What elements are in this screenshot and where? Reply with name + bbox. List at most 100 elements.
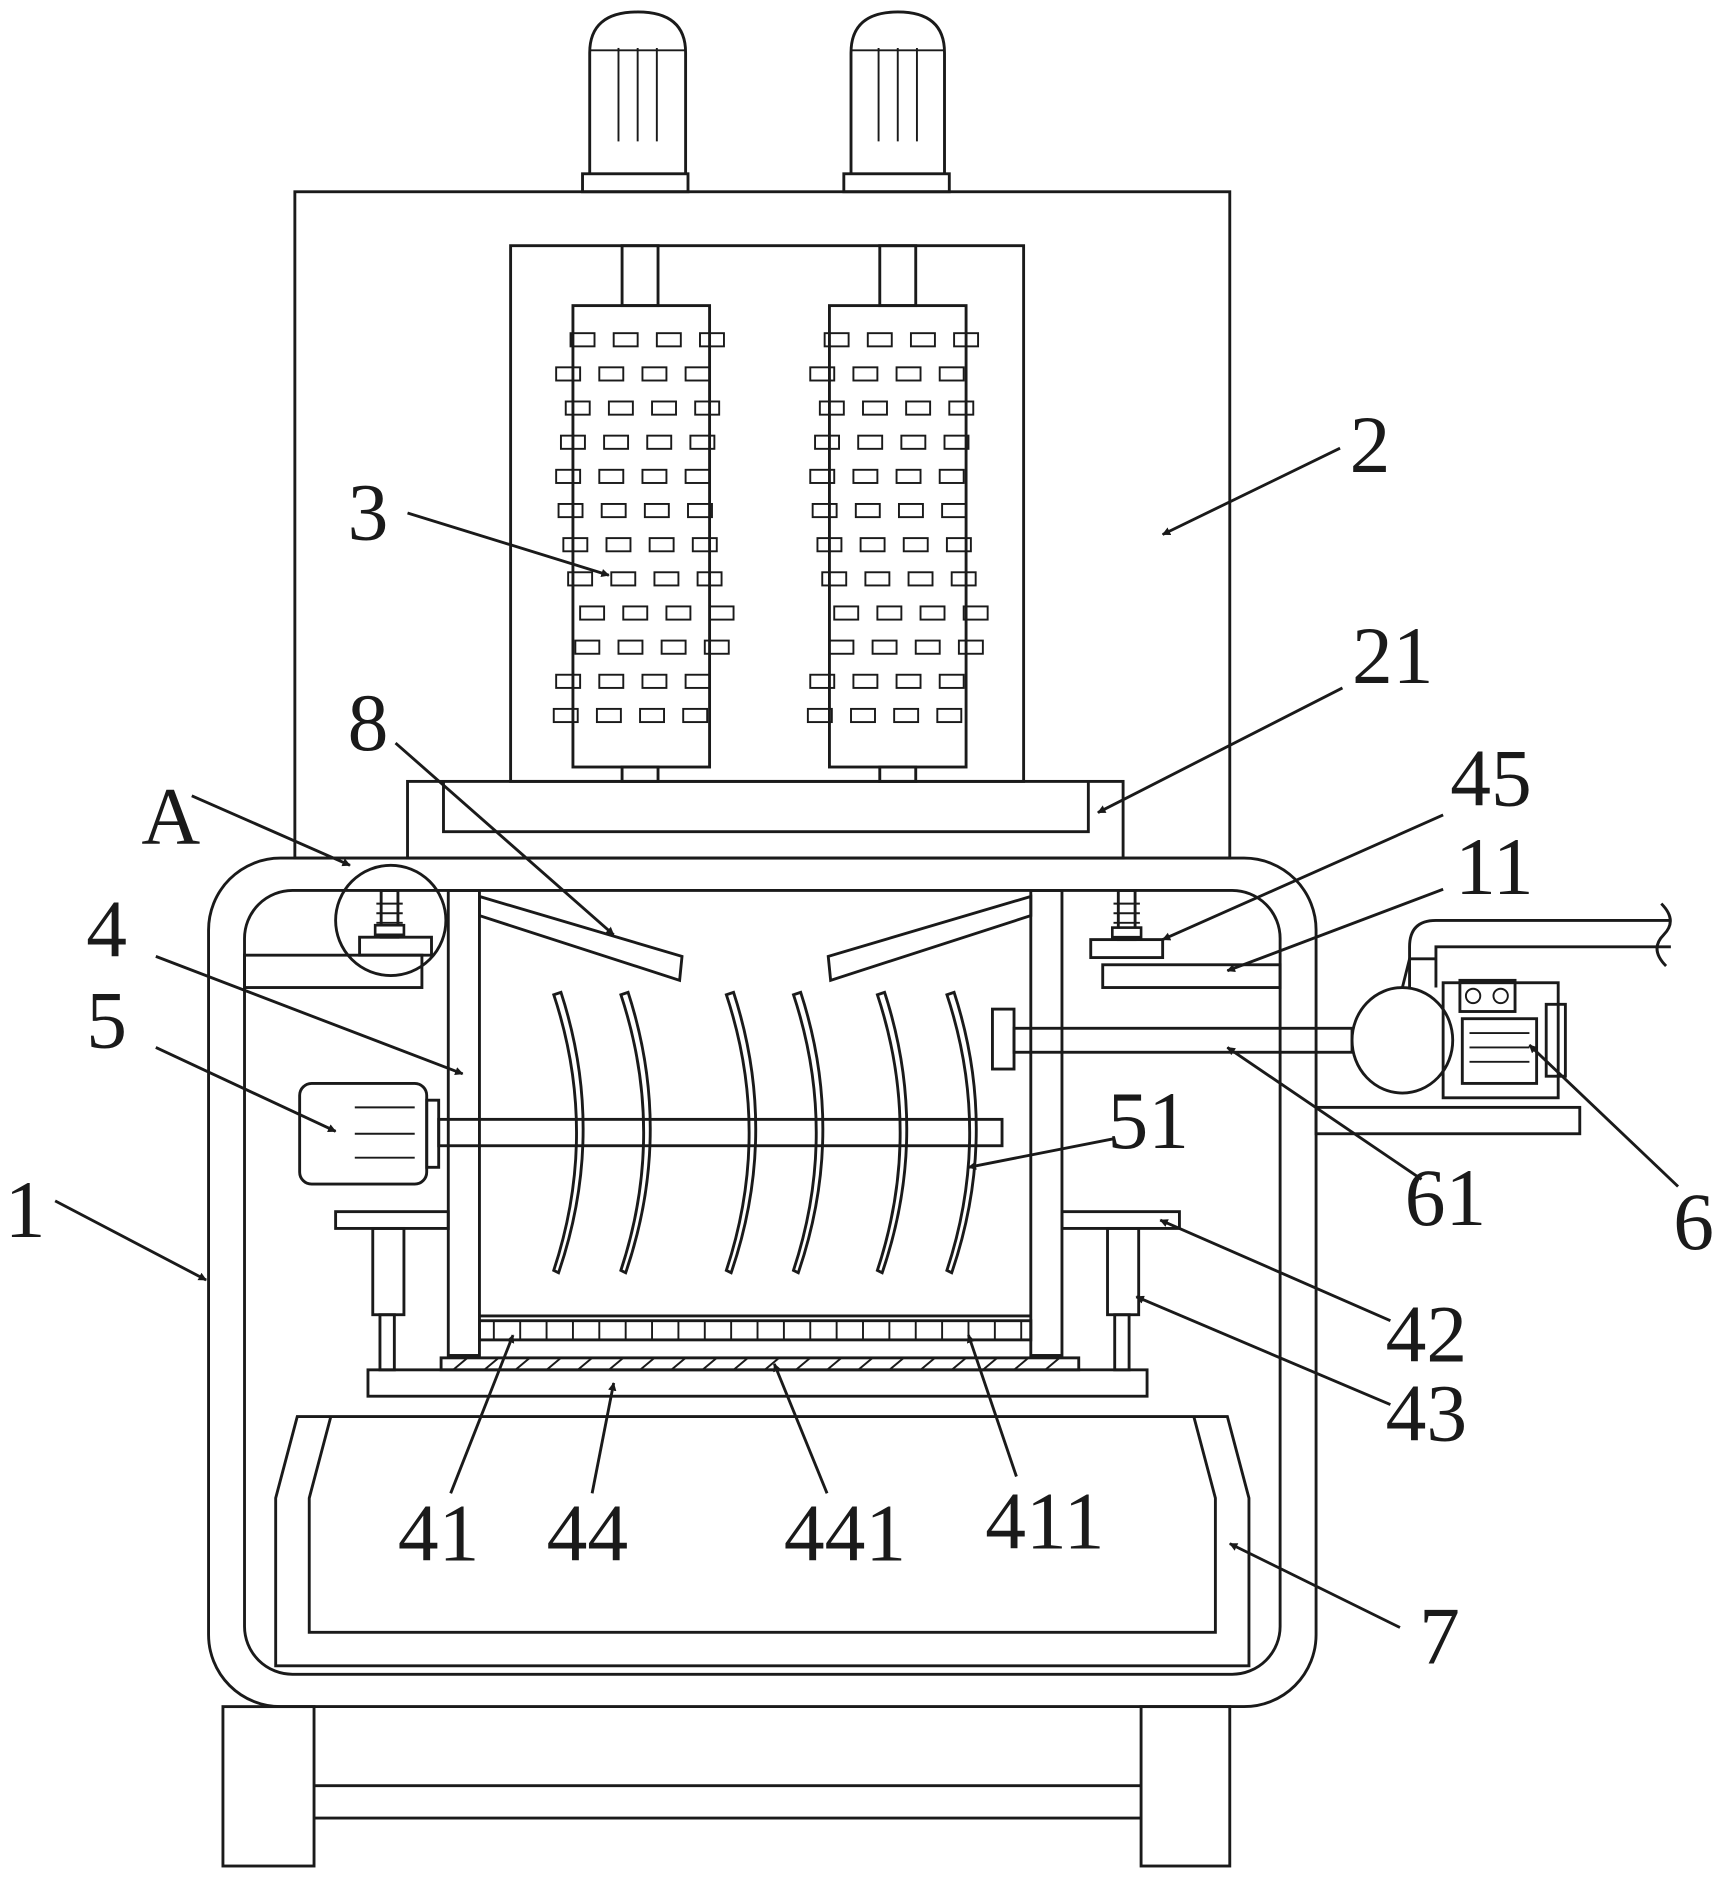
label-42: 42	[1386, 1288, 1468, 1379]
hatch-mark	[796, 1358, 810, 1370]
roller-tooth	[623, 606, 647, 619]
detail-circle-a	[336, 865, 446, 975]
hatch-mark	[609, 1358, 623, 1370]
hatch-mark	[1045, 1358, 1059, 1370]
roller-tooth	[566, 401, 590, 414]
roller-tooth	[683, 709, 707, 722]
spring-mount-right	[1091, 890, 1163, 957]
guide-plate-right	[828, 896, 1031, 980]
top-motor-right	[844, 12, 949, 192]
roller-tooth	[695, 401, 719, 414]
roller-tooth	[853, 367, 877, 380]
roller-tooth	[599, 367, 623, 380]
roller-tooth	[647, 436, 671, 449]
roller-tooth	[904, 538, 928, 551]
roller-tooth	[650, 538, 674, 551]
crushing-roller-left	[554, 246, 734, 782]
label-8: 8	[348, 677, 389, 768]
roller-tooth	[686, 470, 710, 483]
roller-tooth	[815, 436, 839, 449]
roller-tooth	[662, 641, 686, 654]
roller-tooth	[642, 367, 666, 380]
roller-tooth	[822, 572, 846, 585]
hatch-mark	[827, 1358, 841, 1370]
roller-tooth	[599, 675, 623, 688]
roller-tooth	[642, 470, 666, 483]
roller-tooth	[940, 470, 964, 483]
hatch-mark	[547, 1358, 561, 1370]
roller-tooth	[693, 538, 717, 551]
roller-tooth	[952, 572, 976, 585]
roller-tooth	[602, 504, 626, 517]
roller-tooth	[894, 709, 918, 722]
roller-tooth	[911, 333, 935, 346]
roller-tooth	[640, 709, 664, 722]
hatch-mark	[484, 1358, 498, 1370]
roller-tooth	[834, 606, 858, 619]
roller-tooth	[575, 641, 599, 654]
roller-tooth	[897, 367, 921, 380]
hatch-mark	[921, 1358, 935, 1370]
roller-tooth	[877, 606, 901, 619]
label-2: 2	[1350, 399, 1391, 490]
support-left	[336, 1212, 449, 1370]
label-44: 44	[547, 1487, 629, 1578]
roller-tooth	[556, 367, 580, 380]
label-7: 7	[1419, 1590, 1460, 1681]
roller-tooth	[861, 538, 885, 551]
main-box	[209, 858, 1317, 1707]
roller-tooth	[868, 333, 892, 346]
water-pump	[992, 904, 1670, 1134]
label-5: 5	[86, 974, 127, 1065]
roller-tooth	[556, 470, 580, 483]
label-411: 411	[985, 1475, 1104, 1566]
roller-tooth	[916, 641, 940, 654]
roller-tooth	[873, 641, 897, 654]
roller-tooth	[949, 401, 973, 414]
roller-tooth	[580, 606, 604, 619]
roller-tooth	[897, 470, 921, 483]
hatch-mark	[734, 1358, 748, 1370]
stirring-shaft	[439, 1119, 1002, 1145]
roller-tooth	[829, 641, 853, 654]
roller-tooth	[851, 709, 875, 722]
hatch-mark	[515, 1358, 529, 1370]
crushing-roller-right	[808, 246, 988, 782]
roller-tooth	[657, 333, 681, 346]
upper-housing	[295, 192, 1230, 858]
roller-tooth	[937, 709, 961, 722]
roller-tooth	[710, 606, 734, 619]
roller-tooth	[642, 675, 666, 688]
roller-tooth	[901, 436, 925, 449]
hatch-mark	[702, 1358, 716, 1370]
hatch-mark	[640, 1358, 654, 1370]
label-51: 51	[1108, 1075, 1190, 1166]
label-45: 45	[1450, 732, 1532, 823]
label-4: 4	[86, 883, 127, 974]
roller-tooth	[618, 641, 642, 654]
roller-tooth	[606, 538, 630, 551]
stirring-motor	[300, 1083, 439, 1184]
roller-tooth	[853, 675, 877, 688]
roller-tooth	[909, 572, 933, 585]
roller-tooth	[906, 401, 930, 414]
roller-tooth	[942, 504, 966, 517]
roller-tooth	[611, 572, 635, 585]
roller-tooth	[813, 504, 837, 517]
label-441: 441	[784, 1487, 906, 1578]
callout-labels: 2 3 21 8 45 A 11 4 5 51 61 6 1 42 43 41 …	[5, 399, 1714, 1681]
hatch-mark	[889, 1358, 903, 1370]
guide-plate-left	[479, 896, 682, 980]
roller-tooth	[853, 470, 877, 483]
support-plates	[245, 955, 1281, 987]
label-1: 1	[5, 1164, 46, 1255]
hatch-mark	[671, 1358, 685, 1370]
label-A: A	[141, 771, 200, 862]
support-right	[1062, 1212, 1179, 1370]
roller-tooth	[563, 538, 587, 551]
roller-tooth	[614, 333, 638, 346]
hatch-mark	[858, 1358, 872, 1370]
roller-tooth	[645, 504, 669, 517]
label-3: 3	[348, 466, 389, 557]
label-61: 61	[1405, 1152, 1487, 1243]
